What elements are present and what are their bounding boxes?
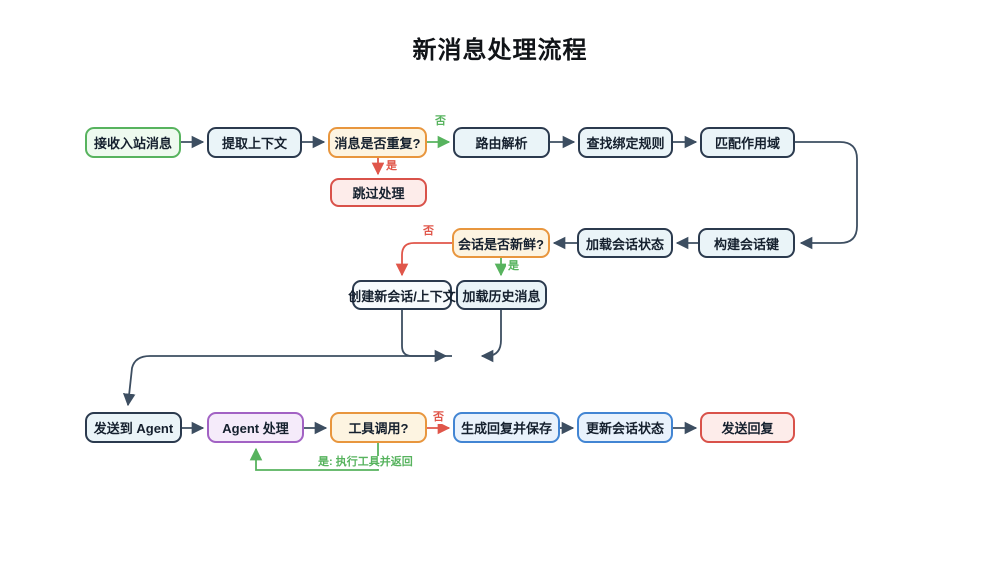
edge-label-yes-fresh: 是 [506,260,521,273]
node-generate-reply-save: 生成回复并保存 [453,412,560,443]
node-send-to-agent: 发送到 Agent [85,412,182,443]
node-load-history-messages: 加载历史消息 [456,280,547,310]
node-is-session-fresh: 会话是否新鲜? [452,228,550,258]
node-extract-context: 提取上下文 [207,127,302,158]
node-agent-process: Agent 处理 [207,412,304,443]
node-send-reply: 发送回复 [700,412,795,443]
node-match-scope: 匹配作用域 [700,127,795,158]
edge-label-yes-duplicate: 是 [384,160,399,173]
node-find-binding-rules: 查找绑定规则 [578,127,673,158]
node-create-new-session: 创建新会话/上下文 [348,280,456,310]
page-title: 新消息处理流程 [412,37,588,64]
node-update-session-state: 更新会话状态 [577,412,673,443]
edge-label-no-fresh: 否 [421,225,436,238]
edge-label-yes-exec-tool: 是: 执行工具并返回 [316,456,415,469]
node-is-duplicate: 消息是否重复? [328,127,427,158]
node-build-session-key: 构建会话键 [698,228,795,258]
edge-label-no-toolcall: 否 [431,411,446,424]
edge-label-no-duplicate: 否 [433,115,448,128]
node-receive-inbound-message: 接收入站消息 [85,127,181,158]
node-skip-processing: 跳过处理 [330,178,427,207]
node-route-parse: 路由解析 [453,127,550,158]
node-load-session-state: 加载会话状态 [577,228,673,258]
node-tool-call: 工具调用? [330,412,427,443]
